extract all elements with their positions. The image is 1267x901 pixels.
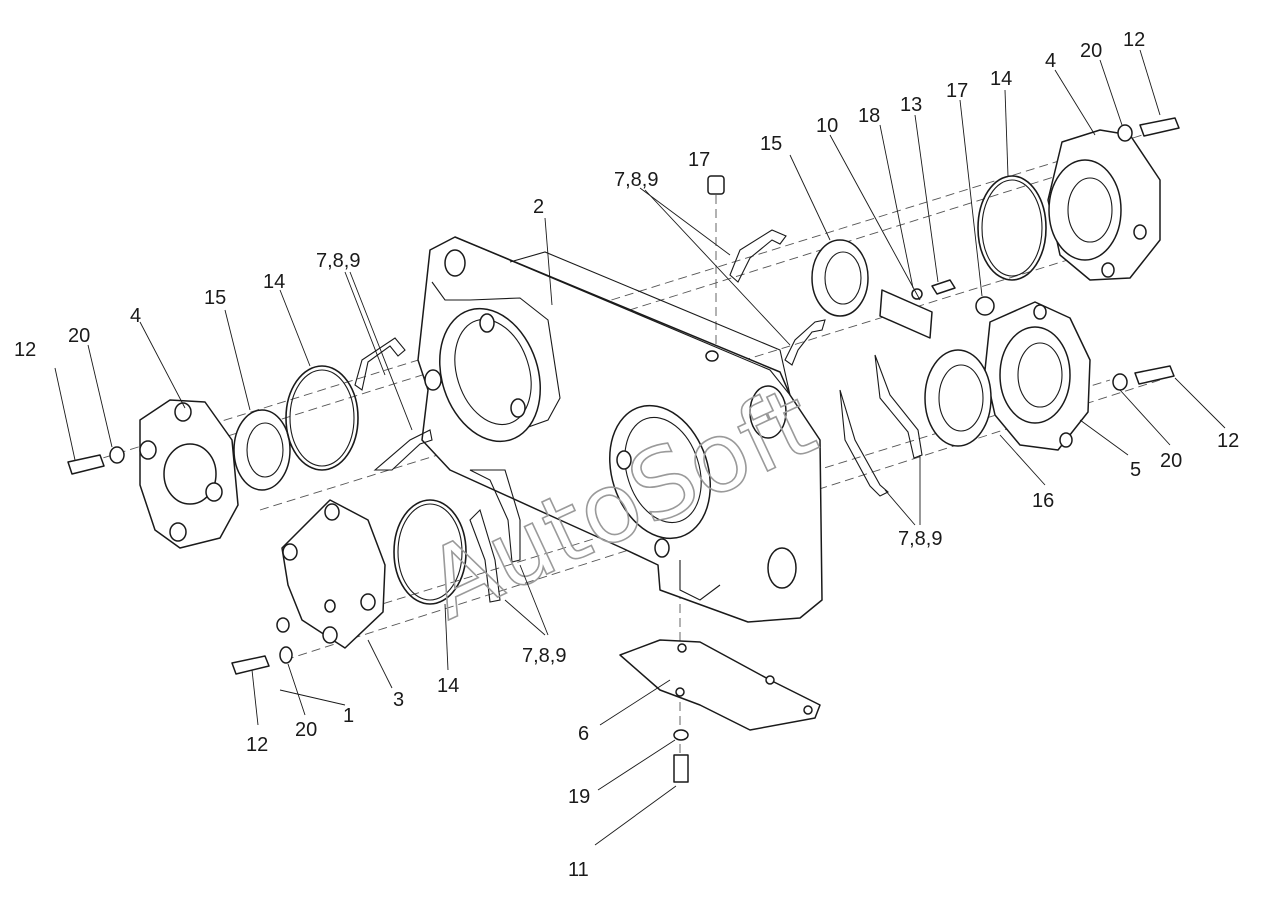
callout-20-top-right: 20 xyxy=(1080,40,1102,62)
callout-2: 2 xyxy=(533,196,544,218)
callout-12-bottom: 12 xyxy=(246,734,268,756)
left-oil-seal xyxy=(233,409,291,491)
retaining-rings xyxy=(354,229,923,603)
blind-cover xyxy=(281,499,386,649)
small-bolt xyxy=(931,279,956,295)
callout-5: 5 xyxy=(1130,459,1141,481)
callout-4-right: 4 xyxy=(1045,50,1056,72)
callout-6: 6 xyxy=(578,723,589,745)
callout-7-8-9-left: 7,8,9 xyxy=(316,250,360,272)
callout-17-top: 17 xyxy=(688,149,710,171)
callout-labels: 1 2 3 4 4 5 6 7,8,9 7,8,9 7,8,9 7,8,9 10… xyxy=(14,29,1239,881)
callout-12-left: 12 xyxy=(14,339,36,361)
callout-3: 3 xyxy=(393,689,404,711)
callout-14-bottom: 14 xyxy=(437,675,459,697)
leader-lines xyxy=(54,49,1226,846)
bottom-cover-plate xyxy=(619,639,821,731)
callout-11: 11 xyxy=(568,859,589,881)
callout-17-right: 17 xyxy=(946,80,968,102)
callout-14-right: 14 xyxy=(990,68,1012,90)
right-end-cover-lower xyxy=(984,301,1091,451)
callout-7-8-9-bottom: 7,8,9 xyxy=(522,645,566,667)
callout-7-8-9-top: 7,8,9 xyxy=(614,169,658,191)
right-oil-seal-upper xyxy=(811,239,869,317)
callout-12-right: 12 xyxy=(1217,430,1239,452)
lower-o-ring xyxy=(393,499,467,605)
callout-20-right: 20 xyxy=(1160,450,1182,472)
callout-15-left: 15 xyxy=(204,287,226,309)
lock-plate xyxy=(879,288,933,339)
callout-20-bottom: 20 xyxy=(295,719,317,741)
callout-16: 16 xyxy=(1032,490,1054,512)
gear-housing xyxy=(417,236,823,623)
fasteners xyxy=(67,117,1180,783)
callout-20-left: 20 xyxy=(68,325,90,347)
right-o-ring-upper xyxy=(977,175,1047,281)
callout-19: 19 xyxy=(568,786,590,808)
callout-13: 13 xyxy=(900,94,922,116)
callout-1: 1 xyxy=(343,705,354,727)
callout-4-left: 4 xyxy=(130,305,141,327)
callout-18: 18 xyxy=(858,105,880,127)
callout-15-right: 15 xyxy=(760,133,782,155)
callout-12-top-right: 12 xyxy=(1123,29,1145,51)
callout-7-8-9-right: 7,8,9 xyxy=(898,528,942,550)
callout-14-left: 14 xyxy=(263,271,285,293)
callout-10: 10 xyxy=(816,115,838,137)
right-oil-seal-lower xyxy=(924,349,992,447)
left-end-cover xyxy=(139,399,239,549)
plug xyxy=(707,175,995,316)
right-end-cover-upper xyxy=(1047,129,1161,281)
left-o-ring xyxy=(285,365,359,471)
